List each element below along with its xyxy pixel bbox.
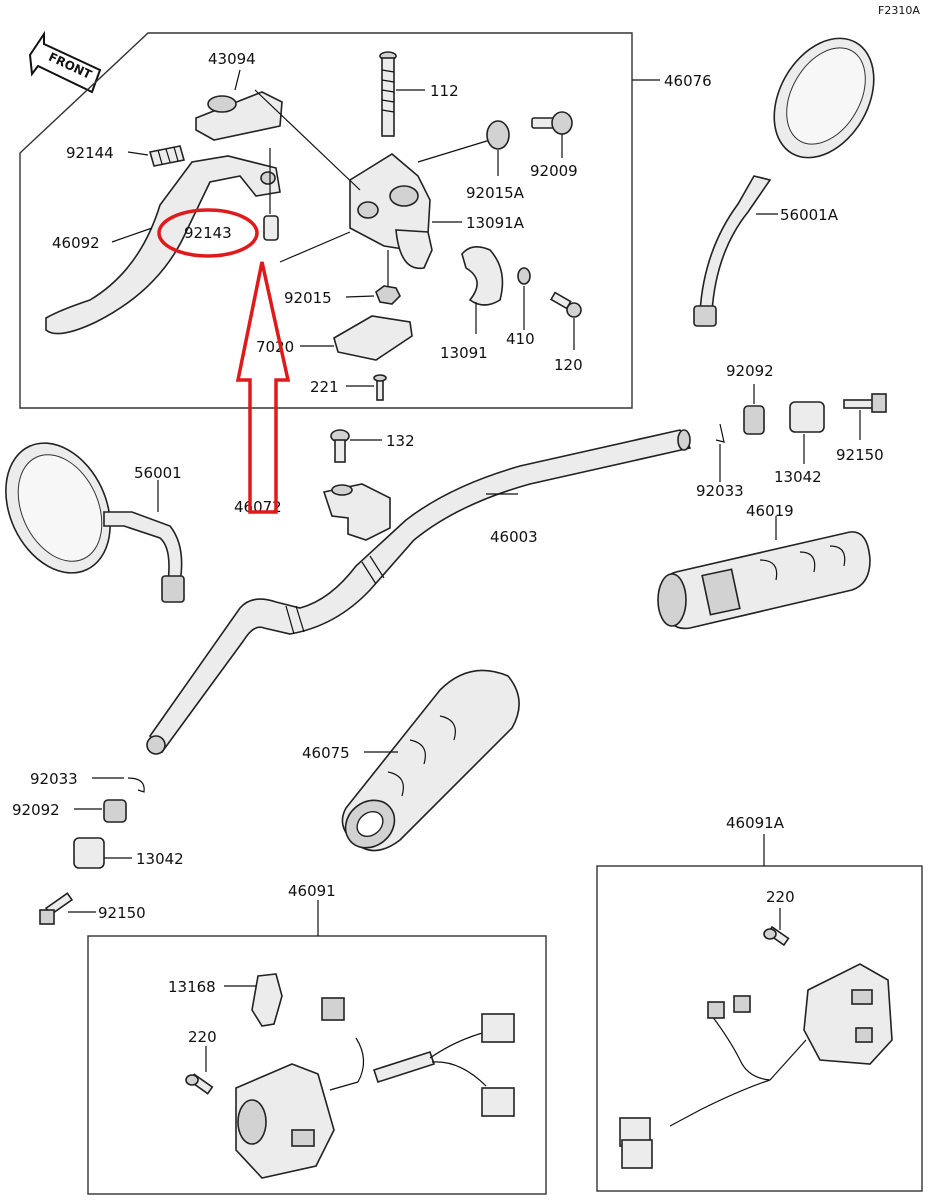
handlebar-part	[146, 429, 692, 755]
clip-13168-part	[251, 973, 283, 1027]
label-43094: 43094	[208, 50, 256, 68]
label-46076: 46076	[664, 72, 712, 90]
highlight-arrow-icon	[235, 261, 291, 514]
screw-221-part	[373, 374, 387, 401]
label-13168: 13168	[168, 978, 216, 996]
front-arrow-icon: FRONT	[28, 30, 102, 94]
label-220-right: 220	[766, 888, 795, 906]
left-grip-part	[341, 669, 520, 852]
label-46092: 46092	[52, 234, 100, 252]
screw-220-left-part	[185, 1073, 214, 1095]
label-92092-left: 92092	[12, 801, 60, 819]
adjuster-knob-part	[486, 120, 510, 150]
label-13042-right: 13042	[774, 468, 822, 486]
label-92033-right: 92033	[696, 482, 744, 500]
master-cylinder-box	[19, 32, 633, 409]
nut-92092-left-part	[103, 799, 127, 823]
label-46091: 46091	[288, 882, 336, 900]
label-7020: 7020	[256, 338, 294, 356]
label-46019: 46019	[746, 502, 794, 520]
label-92009: 92009	[530, 162, 578, 180]
label-120: 120	[554, 356, 583, 374]
reservoir-cap-part	[195, 91, 283, 141]
label-13042-left: 13042	[136, 850, 184, 868]
washer-410-part	[517, 267, 531, 285]
nut-92015-part	[375, 250, 401, 305]
bolt-92150-right-part	[843, 393, 887, 413]
label-46075: 46075	[302, 744, 350, 762]
left-mirror-part	[5, 442, 185, 603]
brake-lever-part	[45, 155, 281, 335]
label-92092-right: 92092	[726, 362, 774, 380]
clip-92033-right-part	[715, 423, 725, 443]
label-92015: 92015	[284, 289, 332, 307]
screw-92009-part	[531, 111, 573, 135]
label-56001: 56001	[134, 464, 182, 482]
label-92015A: 92015A	[466, 184, 525, 202]
label-46003: 46003	[490, 528, 538, 546]
label-112: 112	[430, 82, 459, 100]
label-410: 410	[506, 330, 535, 348]
weight-13042-left-part	[73, 837, 105, 869]
left-switch-housing-part	[235, 997, 515, 1179]
highlight-circle	[157, 208, 259, 258]
label-92144: 92144	[66, 144, 114, 162]
clip-92033-left-part	[127, 777, 145, 793]
label-220-left: 220	[188, 1028, 217, 1046]
figure-code: F2310A	[878, 4, 920, 17]
right-mirror-part	[693, 37, 875, 327]
weight-13042-right-part	[789, 401, 825, 433]
holder-46072-part	[322, 483, 391, 541]
bolt-132-part	[330, 429, 350, 463]
label-92033-left: 92033	[30, 770, 78, 788]
nut-92092-right-part	[743, 405, 765, 435]
clamp-13091-part	[461, 246, 504, 306]
right-switch-housing-part	[619, 963, 893, 1169]
label-13091A: 13091A	[466, 214, 525, 232]
master-cylinder-part	[349, 153, 433, 270]
label-46091A: 46091A	[726, 814, 785, 832]
label-92143: 92143	[184, 224, 232, 242]
label-132: 132	[386, 432, 415, 450]
bushing-92143-part	[263, 148, 279, 241]
switch-46091A-box	[596, 865, 923, 1192]
screw-220-right-part	[763, 925, 790, 947]
label-13091: 13091	[440, 344, 488, 362]
label-92150-right: 92150	[836, 446, 884, 464]
bolt-120-part	[549, 291, 582, 318]
bolt-112-part	[379, 51, 397, 137]
brake-switch-part	[333, 315, 413, 361]
right-grip-part	[657, 531, 871, 630]
label-221: 221	[310, 378, 339, 396]
highlight-annotation	[157, 208, 291, 514]
label-56001A: 56001A	[780, 206, 839, 224]
label-92150-left: 92150	[98, 904, 146, 922]
spring-part	[148, 145, 186, 167]
switch-46091-box	[87, 935, 547, 1195]
bolt-92150-left-part	[39, 892, 74, 925]
